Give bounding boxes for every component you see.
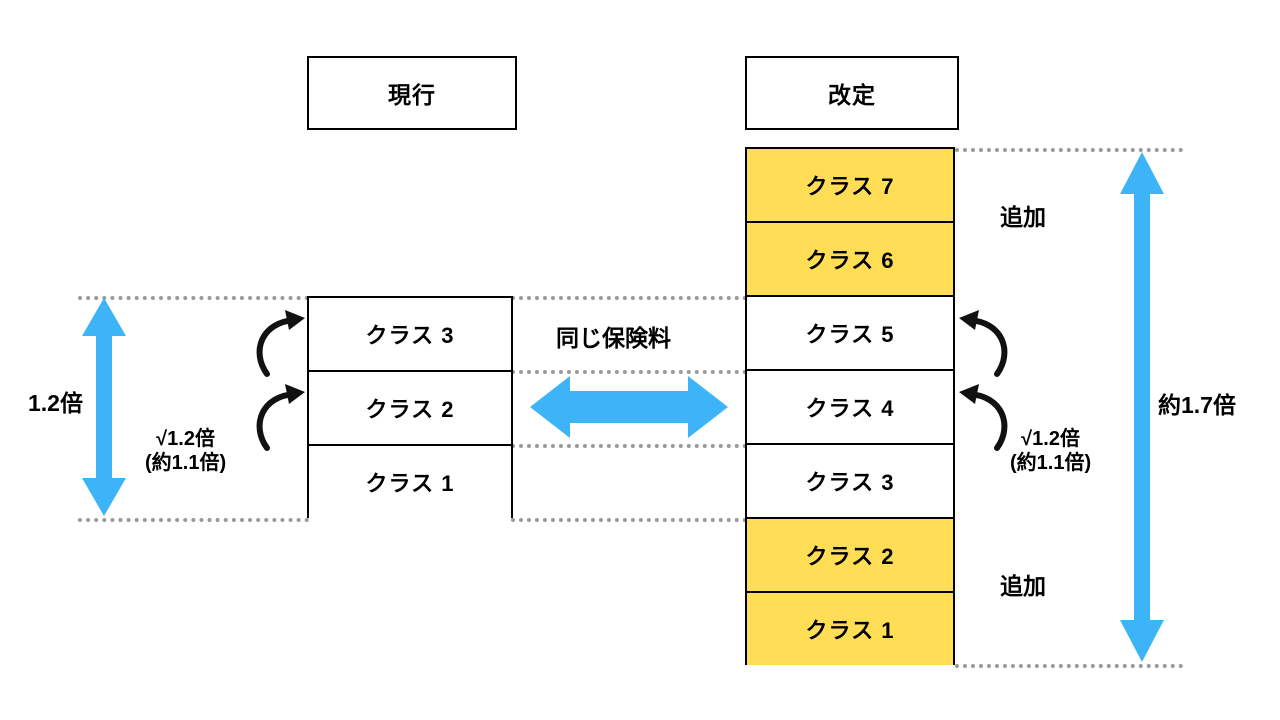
label-left-span-ratio: 1.2倍 [28,390,83,417]
class-cell-added: クラス 7 [747,149,953,223]
label-same-premium: 同じ保険料 [556,325,671,352]
span-arrow-revised [1116,150,1168,664]
label-added-top-text: 追加 [1000,204,1046,230]
label-added-bottom: 追加 [1000,573,1046,600]
label-right-step-ratio-line2: (約1.1倍) [1010,451,1092,474]
class-cell-label: クラス 2 [805,544,895,569]
label-added-bottom-text: 追加 [1000,573,1046,599]
guide-line-current-top-left [78,296,309,300]
label-right-span-ratio: 約1.7倍 [1158,392,1236,419]
equivalence-arrow [528,372,730,442]
label-right-step-ratio-line1: √1.2倍 [1021,428,1080,450]
class-cell-label: クラス 5 [805,322,895,347]
label-added-top: 追加 [1000,204,1046,231]
step-curve-arrow-revised-lower [957,382,1013,454]
class-cell-label: クラス 1 [365,471,455,496]
class-cell-label: クラス 2 [365,397,455,422]
guide-line-revised-top [955,148,1183,152]
label-left-step-ratio-line2: (約1.1倍) [145,451,227,474]
label-left-step-ratio: √1.2倍 (約1.1倍) [145,428,226,475]
guide-line-current-top-right [511,296,747,300]
class-cell: クラス 5 [747,297,953,371]
guide-line-current-bottom-right [511,518,747,522]
class-cell-label: クラス 1 [805,618,895,643]
class-cell-added: クラス 1 [747,593,953,665]
guide-line-current-bottom-left [78,518,309,522]
class-cell-label: クラス 3 [805,470,895,495]
class-cell: クラス 1 [309,446,511,518]
class-column-current: クラス 3 クラス 2 クラス 1 [307,296,513,518]
label-right-span-ratio-text: 約1.7倍 [1158,392,1236,418]
label-left-step-ratio-line1: √1.2倍 [156,428,215,450]
class-cell-label: クラス 7 [805,174,895,199]
class-column-revised: クラス 7 クラス 6 クラス 5 クラス 4 クラス 3 クラス 2 クラス … [745,147,955,665]
class-cell-added: クラス 6 [747,223,953,297]
step-curve-arrow-current-upper [255,308,311,380]
class-cell-added: クラス 2 [747,519,953,593]
class-cell-label: クラス 4 [805,396,895,421]
step-curve-arrow-current-lower [255,382,311,454]
header-label-current: 現行 [388,82,436,108]
step-curve-arrow-revised-upper [957,308,1013,380]
label-left-span-ratio-text: 1.2倍 [28,390,83,416]
class-cell: クラス 3 [309,298,511,372]
class-cell-label: クラス 3 [365,323,455,348]
header-box-current: 現行 [307,56,517,130]
label-same-premium-text: 同じ保険料 [556,325,671,351]
class-cell: クラス 2 [309,372,511,446]
guide-line-revised-bottom [955,664,1183,668]
class-cell: クラス 3 [747,445,953,519]
header-label-revised: 改定 [828,82,876,108]
header-box-revised: 改定 [745,56,959,130]
span-arrow-current [78,296,130,518]
label-right-step-ratio: √1.2倍 (約1.1倍) [1010,428,1091,475]
guide-line-mid-upper [511,370,747,374]
guide-line-mid-lower [511,444,747,448]
class-cell: クラス 4 [747,371,953,445]
class-cell-label: クラス 6 [805,248,895,273]
